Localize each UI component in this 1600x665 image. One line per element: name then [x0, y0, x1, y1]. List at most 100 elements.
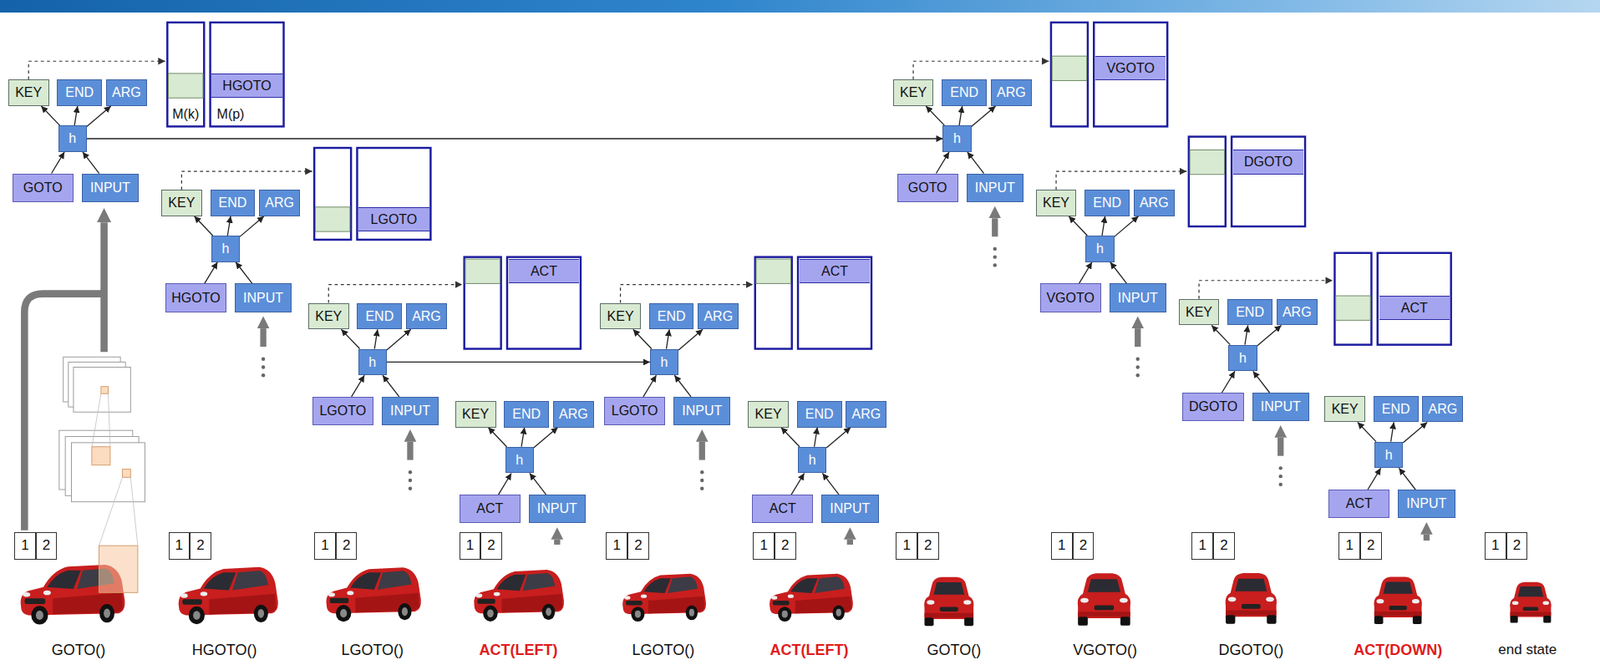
- connector-arrow: [382, 375, 400, 397]
- network-box: h: [505, 446, 534, 474]
- input-arrow: [406, 441, 413, 461]
- program-memory: [210, 22, 285, 127]
- network-box: END: [56, 79, 102, 107]
- connector-arrow: [86, 137, 944, 139]
- program-memory-slot: ACT: [508, 259, 580, 284]
- network-box: END: [210, 189, 256, 217]
- box-text: h: [1096, 241, 1104, 257]
- network-box: INPUT: [1397, 489, 1455, 519]
- key-lookup-arrow: [28, 60, 166, 80]
- network-box: INPUT: [1252, 392, 1310, 422]
- network-box: h: [358, 349, 387, 376]
- key-memory: [755, 257, 793, 350]
- connector-arrow: [1078, 262, 1092, 285]
- key-box: KEY: [161, 189, 203, 217]
- network-box: INPUT: [528, 494, 586, 524]
- connector-arrow: [1398, 467, 1416, 490]
- program-memory-slot: DGOTO: [1233, 149, 1304, 174]
- box-text: 1: [1057, 538, 1066, 554]
- connector-arrow: [1211, 325, 1230, 345]
- key-memory: [1188, 137, 1226, 227]
- connector-arrow: [666, 329, 671, 349]
- connector-arrow: [959, 106, 963, 126]
- counter-box: 1: [1484, 532, 1507, 560]
- box-text: INPUT: [1117, 290, 1159, 306]
- box-text: INPUT: [975, 180, 1016, 196]
- connector-arrow: [529, 472, 547, 495]
- network-box: END: [1373, 396, 1419, 423]
- network-box: ARG: [845, 401, 887, 428]
- box-text: HGOTO: [222, 78, 271, 94]
- key-memory: [314, 147, 351, 240]
- program-memory: [1231, 137, 1306, 227]
- counter-box: 2: [627, 532, 650, 560]
- connector-arrow: [1257, 325, 1282, 346]
- box-text: KEY: [1185, 304, 1213, 320]
- key-box: KEY: [455, 401, 497, 428]
- key-lookups: [28, 60, 1333, 303]
- counter-box: 2: [917, 532, 940, 560]
- box-text: h: [1239, 350, 1247, 366]
- box-text: INPUT: [243, 290, 284, 306]
- box-text: ARG: [1428, 401, 1458, 417]
- box-text: 2: [781, 538, 789, 554]
- network-box: INPUT: [821, 494, 879, 524]
- memory-name: M(k): [172, 106, 199, 122]
- program-box: ACT: [1328, 489, 1390, 519]
- connector-arrow: [86, 106, 112, 127]
- box-text: ACT: [530, 264, 558, 280]
- connector-arrow: [1391, 421, 1395, 442]
- counter-box: 2: [1213, 532, 1235, 560]
- box-text: h: [515, 452, 524, 468]
- memory-b: [314, 147, 431, 240]
- program-memory: [507, 257, 581, 350]
- box-text: INPUT: [390, 403, 431, 419]
- connector-arrow: [386, 361, 651, 363]
- cnn-feature-maps: [59, 356, 146, 502]
- box-text: ACT: [1401, 300, 1428, 316]
- counter-box: 2: [35, 532, 58, 560]
- box-text: LGOTO: [319, 403, 366, 419]
- header-bar: [0, 0, 1600, 13]
- step-caption: LGOTO(): [632, 640, 696, 659]
- counter-box: 1: [752, 532, 775, 560]
- box-text: GOTO: [23, 180, 63, 196]
- program-box: GOTO: [12, 173, 74, 203]
- connector-arrow: [633, 329, 652, 349]
- connector-arrow: [791, 472, 804, 495]
- step-caption: GOTO(): [51, 640, 107, 659]
- input-arrow: [259, 328, 266, 347]
- step-caption: VGOTO(): [1072, 640, 1138, 659]
- network-box: h: [1228, 345, 1257, 372]
- network-box: h: [797, 446, 827, 474]
- memory-g: [1051, 22, 1168, 127]
- connector-arrow: [74, 106, 78, 126]
- box-text: INPUT: [681, 403, 722, 419]
- box-text: INPUT: [829, 501, 870, 517]
- network-box: ARG: [1276, 299, 1318, 326]
- connector-arrow: [1221, 370, 1235, 393]
- box-text: DGOTO: [1244, 154, 1293, 170]
- memory-a: [167, 22, 284, 127]
- network-box: ARG: [697, 303, 739, 331]
- connector-arrow: [533, 427, 559, 449]
- key-box: KEY: [1178, 299, 1220, 326]
- connector-arrow: [971, 106, 996, 127]
- key-lookup-arrow: [1056, 171, 1187, 190]
- box-text: KEY: [1331, 401, 1359, 417]
- box-text: 1: [320, 538, 329, 554]
- connector-arrow: [194, 216, 214, 236]
- box-text: 2: [634, 538, 642, 554]
- connector-arrow: [82, 152, 100, 174]
- key-cell: [1189, 149, 1225, 174]
- box-text: 2: [487, 538, 495, 554]
- box-text: LGOTO: [370, 212, 418, 228]
- network-box: END: [503, 401, 549, 428]
- box-text: 1: [613, 538, 621, 554]
- key-lookup-arrow: [913, 60, 1049, 80]
- connector-arrow: [1114, 216, 1139, 238]
- box-text: 2: [1366, 538, 1375, 554]
- connector-arrow: [674, 375, 691, 397]
- network-box: h: [1085, 235, 1114, 263]
